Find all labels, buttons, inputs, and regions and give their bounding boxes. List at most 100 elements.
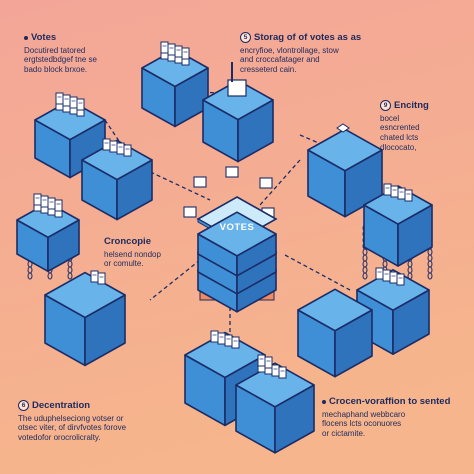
block-right-lower-ballots (375, 267, 405, 286)
label-votes-line: Docutired tatored (24, 45, 86, 55)
block-upper-left-ballots-ballot (62, 94, 71, 107)
ballot-box-icon (227, 79, 247, 97)
label-storage-line: encryfioe, vlontrollage, stow (240, 45, 339, 55)
block-bottom-right-ballots-ballot (257, 354, 266, 367)
label-enciting-line: dlococato, (380, 142, 417, 152)
block-bottom-right (235, 362, 315, 454)
block-top-left (141, 48, 209, 128)
label-storage-title: Storag of of votes as as (254, 32, 362, 43)
block-bottom-left-ballots-ballot (97, 272, 106, 285)
block-upper-right-top (307, 128, 383, 172)
vote-slip-icon (225, 166, 239, 178)
block-left-middle-ballots (102, 138, 132, 157)
link-center-left (149, 259, 201, 301)
block-left-middle-ballots-ballot (102, 138, 111, 151)
block-right-middle-ballots (383, 183, 413, 202)
chain-left-2-link (47, 272, 53, 280)
label-votes-title: Votes (31, 32, 57, 43)
block-top-left-ballots (160, 41, 190, 66)
block-bottom-center-ballots-ballot (231, 336, 240, 349)
block-upper-left-ballots-ballot (69, 96, 78, 109)
block-right-middle (363, 185, 433, 267)
block-top-left-ballots-ballot (167, 43, 176, 56)
label-crocen-line: flocens lcts oconuores (322, 419, 402, 429)
block-bottom-left (44, 271, 126, 367)
label-croncopie-line: helsend nondop (104, 249, 161, 259)
label-enciting-line: bocel (380, 113, 400, 123)
block-left-lower-ballots (33, 193, 63, 218)
block-bottom-left-ballots (90, 270, 106, 285)
block-right-lower-top (356, 269, 430, 311)
chain-left-3-link (67, 272, 73, 280)
block-top-left-top (141, 48, 209, 88)
chain-left-1-link (27, 272, 33, 280)
label-croncopie-body: helsend nondop or comulte. (104, 250, 184, 270)
block-upper-right (307, 128, 383, 218)
block-right-lower-ballots-ballot (389, 271, 398, 284)
block-top-left-ballots-ballot (174, 45, 183, 58)
block-bottom-left-ballots-ballot (90, 270, 99, 283)
bullet-dot-icon (24, 35, 28, 40)
block-top-left-ballots-ballot (160, 41, 169, 54)
vote-slip-icon (183, 206, 197, 218)
block-right-lower-ballots-ballot (375, 267, 384, 280)
label-decentration-line: otsec viter, of dirvfvotes forove (18, 423, 127, 433)
label-croncopie-line: or comulte. (104, 259, 144, 269)
block-upper-left-top (34, 99, 106, 141)
block-top-center-top (202, 79, 274, 121)
label-croncopie-title: Croncopie (104, 236, 151, 247)
step-number-badge: 5 (240, 32, 251, 44)
label-votes-line: ergtstedbdgef tne se (24, 55, 97, 65)
block-top-left-ballots-ballot (181, 47, 190, 60)
block-bottom-right-ballots-ballot (278, 366, 287, 379)
block-upper-left-ballots (55, 92, 85, 117)
envelope-icon (336, 123, 350, 133)
step-number-badge: 9 (380, 100, 391, 112)
core-tier-upper-top (197, 211, 277, 257)
block-bottom-center-ballots (210, 330, 240, 349)
link-center-right (284, 254, 351, 291)
label-storage-body: encryfioe, vlontrollage, stow and crocca… (240, 46, 410, 75)
bullet-dot-icon (322, 399, 326, 404)
block-right-middle-ballots-ballot (404, 189, 413, 202)
chain-right-4-link (427, 272, 433, 280)
block-upper-left-ballots-ballot (55, 92, 64, 105)
block-right-bottom-top (297, 288, 373, 332)
block-right-bottom (297, 288, 373, 378)
block-bottom-center-top (184, 331, 266, 379)
label-enciting-line: chated lcts (380, 133, 419, 143)
block-left-lower-ballots-ballot (47, 197, 56, 210)
label-storage-line: cresseterd cain. (240, 65, 297, 75)
label-enciting-title: Encitng (394, 100, 429, 111)
label-decentration-body: The uduphelseciong votser or otsec viter… (18, 414, 188, 443)
block-bottom-center-ballots-ballot (210, 330, 219, 343)
label-enciting-body: bocel esncrented chated lcts dlococato, (380, 114, 460, 153)
label-enciting-line: esncrented (380, 123, 420, 133)
block-bottom-right-ballots-ballot (271, 364, 280, 377)
link-right-center (259, 159, 301, 206)
block-right-middle-top (363, 185, 433, 225)
block-left-lower (16, 201, 80, 273)
block-top-center (202, 79, 274, 163)
block-bottom-center-ballots-ballot (224, 334, 233, 347)
block-upper-left (34, 99, 106, 179)
vote-slip-icon (193, 176, 207, 188)
label-croncopie: Croncopie helsend nondop or comulte. (104, 236, 184, 269)
step-number-badge: 6 (18, 400, 29, 412)
label-croncopie-heading: Croncopie (104, 236, 184, 248)
label-votes: Votes Docutired tatored ergtstedbdgef tn… (24, 32, 144, 75)
central-votes-label: VOTES (219, 222, 255, 233)
block-upper-left-ballots-ballot (76, 98, 85, 111)
block-bottom-center-ballots-ballot (217, 332, 226, 345)
label-crocen-line: or cictamite. (322, 429, 366, 439)
block-left-middle-top (81, 139, 153, 181)
label-crocen: Crocen-voraffion to sented mechaphand we… (322, 396, 468, 439)
label-crocen-heading: Crocen-voraffion to sented (322, 396, 468, 408)
block-bottom-right-top (235, 362, 315, 408)
